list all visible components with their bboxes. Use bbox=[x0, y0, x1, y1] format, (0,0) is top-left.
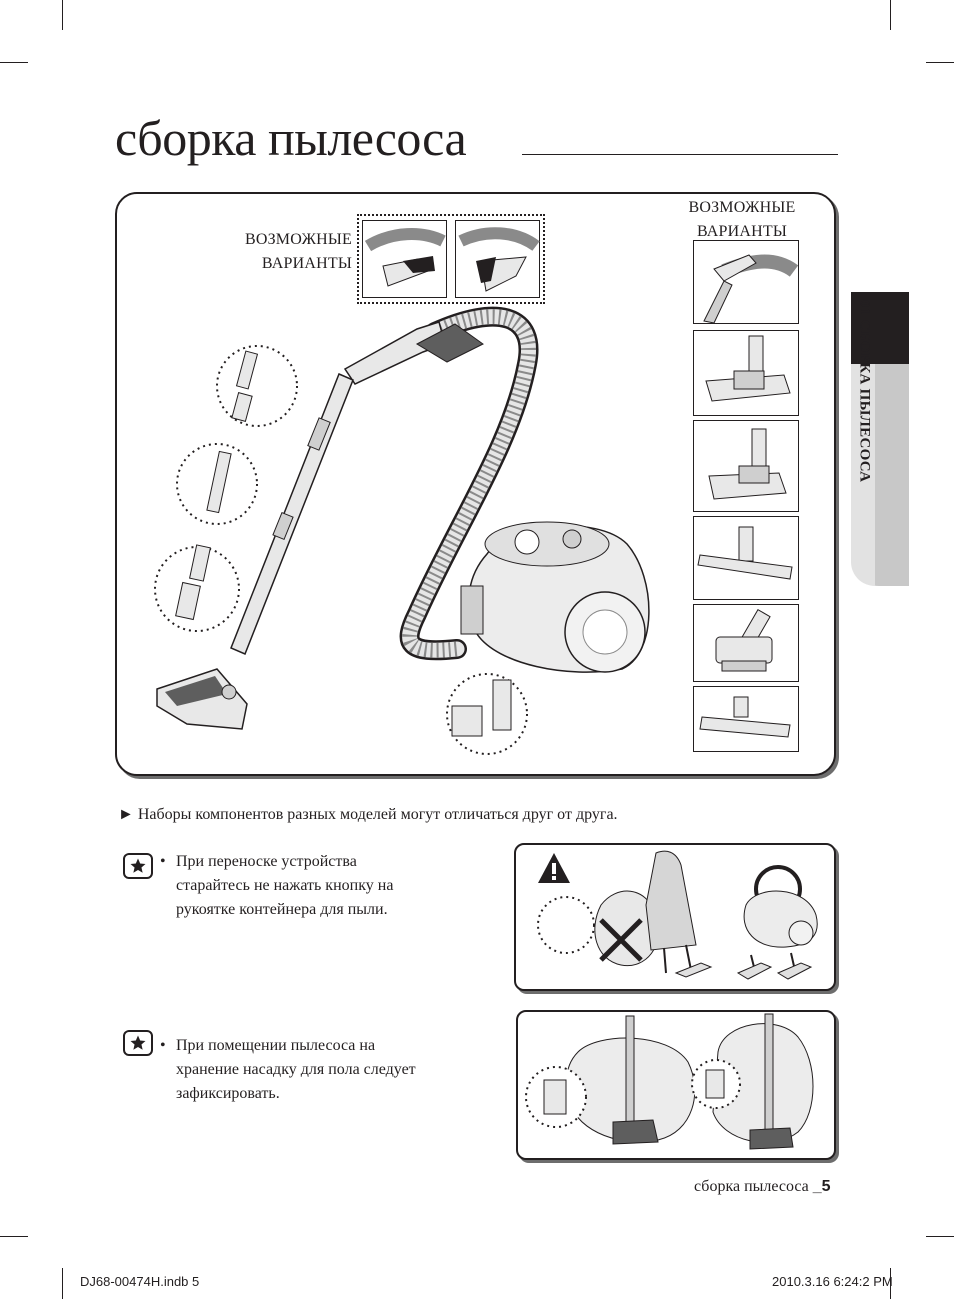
side-tab-marker bbox=[851, 292, 909, 364]
page-number: _5 bbox=[812, 1178, 831, 1195]
carry-illustration-image bbox=[537, 850, 818, 980]
hard-floor-brush-image bbox=[699, 696, 791, 738]
note-storage-line3: зафиксировать. bbox=[176, 1085, 280, 1102]
accessory-variant-hard-floor bbox=[693, 686, 799, 752]
handle-variant-2-image bbox=[458, 227, 540, 292]
accessory-variant-brush-1 bbox=[693, 330, 799, 416]
crop-mark bbox=[62, 1268, 63, 1299]
turbo-brush-image bbox=[708, 428, 787, 500]
storage-illustration-image bbox=[525, 1013, 814, 1150]
star-icon bbox=[130, 1035, 146, 1050]
variants-label-left: ВОЗМОЖНЫЕ ВАРИАНТЫ bbox=[232, 228, 352, 276]
handle-variant-1 bbox=[362, 220, 447, 298]
bullet: • bbox=[160, 853, 166, 870]
accessory-variant-mini-turbo bbox=[693, 604, 799, 682]
mini-turbo-image bbox=[715, 608, 773, 672]
page-title: сборка пылесоса bbox=[115, 110, 467, 166]
variants-label-right-line2: ВАРИАНТЫ bbox=[696, 223, 788, 240]
variants-label-right-line1: ВОЗМОЖНЫЕ bbox=[688, 199, 796, 216]
note-carry-line2: старайтесь не нажать кнопку на bbox=[176, 877, 394, 894]
title-rule bbox=[522, 154, 838, 155]
crop-mark bbox=[926, 62, 954, 63]
parquet-brush-image bbox=[697, 526, 793, 580]
note-storage-line1: При помещении пылесоса на bbox=[176, 1037, 376, 1054]
handle-variant-2 bbox=[455, 220, 540, 298]
handle-variant-1-image bbox=[364, 228, 446, 287]
note-star-icon bbox=[123, 1030, 153, 1056]
crop-mark bbox=[62, 0, 63, 30]
crop-mark bbox=[890, 0, 891, 30]
note-carry-line1: При переноске устройства bbox=[176, 853, 357, 870]
note-carry: • При переноске устройства старайтесь не… bbox=[160, 850, 476, 922]
note-carry-line3: рукоятке контейнера для пыли. bbox=[176, 901, 388, 918]
footer-section-label: сборка пылесоса bbox=[694, 1178, 813, 1195]
storage-illustration bbox=[516, 1010, 836, 1160]
crop-mark bbox=[0, 1236, 28, 1237]
accessory-variant-handle bbox=[693, 240, 799, 324]
note-star-icon bbox=[123, 853, 153, 879]
components-note: ► Наборы компонентов разных моделей могу… bbox=[118, 806, 618, 823]
print-timestamp: 2010.3.16 6:24:2 PM bbox=[772, 1274, 893, 1289]
carry-illustration bbox=[514, 843, 836, 991]
vacuum-assembly-illustration bbox=[154, 306, 650, 755]
handle-hose-image bbox=[703, 254, 799, 324]
variants-label-left-line1: ВОЗМОЖНЫЕ bbox=[244, 231, 352, 248]
bullet: • bbox=[160, 1037, 166, 1054]
star-icon bbox=[130, 858, 146, 873]
note-storage: • При помещении пылесоса на хранение нас… bbox=[160, 1034, 476, 1106]
handle-variants-box bbox=[357, 214, 545, 304]
side-tab-label: 01 СБОРКА ПЫЛЕСОСА bbox=[856, 300, 873, 483]
variants-label-right: ВОЗМОЖНЫЕ ВАРИАНТЫ bbox=[680, 196, 804, 244]
variants-label-left-line2: ВАРИАНТЫ bbox=[261, 255, 352, 272]
note-storage-line2: хранение насадку для пола следует bbox=[176, 1061, 416, 1078]
accessory-variant-brush-2 bbox=[693, 420, 799, 512]
crop-mark bbox=[0, 62, 28, 63]
crop-mark bbox=[926, 1236, 954, 1237]
accessory-variant-parquet bbox=[693, 516, 799, 600]
file-slug: DJ68-00474H.indb 5 bbox=[80, 1274, 200, 1289]
floor-brush-image bbox=[705, 335, 791, 402]
crop-mark bbox=[890, 1268, 891, 1299]
page-footer: сборка пылесоса _5 bbox=[694, 1178, 831, 1196]
